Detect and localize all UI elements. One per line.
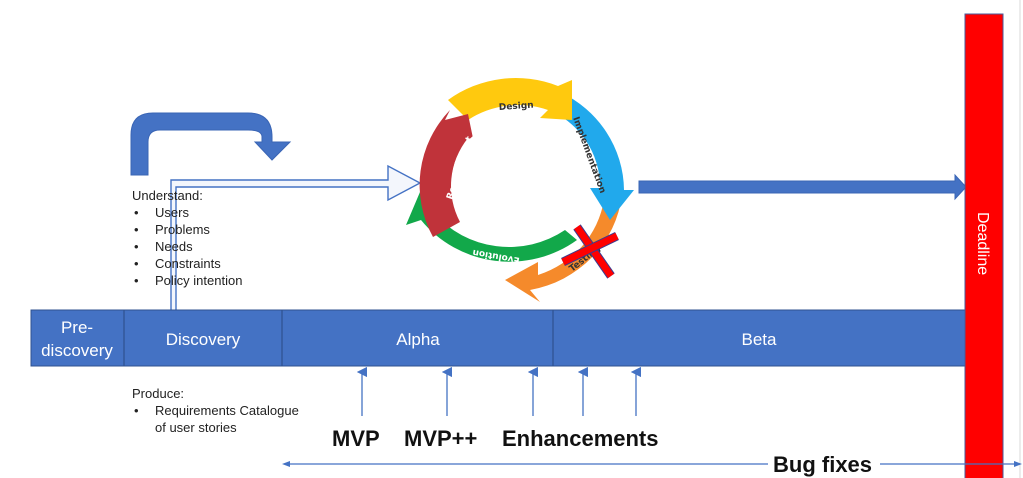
understand-item: Users — [155, 205, 189, 220]
bullet: • — [134, 239, 139, 254]
milestone-arrows — [356, 366, 642, 416]
bullet: • — [134, 256, 139, 271]
curved-arrow-icon — [130, 112, 292, 176]
deadline-bar: Deadline — [964, 13, 1004, 478]
hollow-arrow-icon — [170, 164, 422, 310]
bullet: • — [134, 273, 139, 288]
milestone-mvp-plus: MVP++ — [404, 426, 477, 451]
cycle-segment-testing — [505, 195, 622, 302]
cycle-segment-design — [448, 78, 572, 120]
arrow-to-deadline-icon — [638, 173, 967, 201]
right-arrowhead-icon — [1014, 461, 1022, 467]
understand-item: Needs — [155, 239, 193, 254]
produce-item-line1: Requirements Catalogue — [155, 403, 299, 418]
cross-out-icon — [561, 224, 619, 279]
produce-item-line2: of user stories — [155, 420, 237, 435]
cycle-segment-requirement-analysis — [419, 110, 475, 237]
development-cycle: Requirement Analysis Design Implementati… — [406, 78, 634, 302]
understand-title: Understand: — [132, 188, 203, 203]
bullet: • — [134, 403, 139, 418]
bug-fixes-arrow: Bug fixes — [282, 452, 1022, 477]
phase-bar: Pre- discovery Discovery Alpha Beta — [30, 309, 966, 367]
phase-discovery: Discovery — [166, 330, 241, 349]
milestone-bug-fixes: Bug fixes — [773, 452, 872, 477]
cycle-label-design: Design — [499, 101, 534, 113]
left-arrowhead-icon — [282, 461, 290, 467]
understand-item: Policy intention — [155, 273, 242, 288]
understand-item: Constraints — [155, 256, 221, 271]
understand-list: Understand: • Users • Problems • Needs •… — [132, 188, 242, 288]
understand-item: Problems — [155, 222, 210, 237]
bullet: • — [134, 222, 139, 237]
cycle-segment-evolution — [406, 192, 577, 262]
deadline-label: Deadline — [974, 212, 991, 275]
milestone-enhancements: Enhancements — [502, 426, 659, 451]
bullet: • — [134, 205, 139, 220]
phase-alpha: Alpha — [396, 330, 440, 349]
phase-beta: Beta — [742, 330, 778, 349]
phase-prediscovery-line2: discovery — [41, 341, 113, 360]
milestone-mvp: MVP — [332, 426, 380, 451]
phase-prediscovery-line1: Pre- — [61, 318, 93, 337]
cycle-segment-implementation — [545, 92, 634, 220]
produce-list: Produce: • Requirements Catalogue of use… — [132, 386, 299, 435]
produce-title: Produce: — [132, 386, 184, 401]
